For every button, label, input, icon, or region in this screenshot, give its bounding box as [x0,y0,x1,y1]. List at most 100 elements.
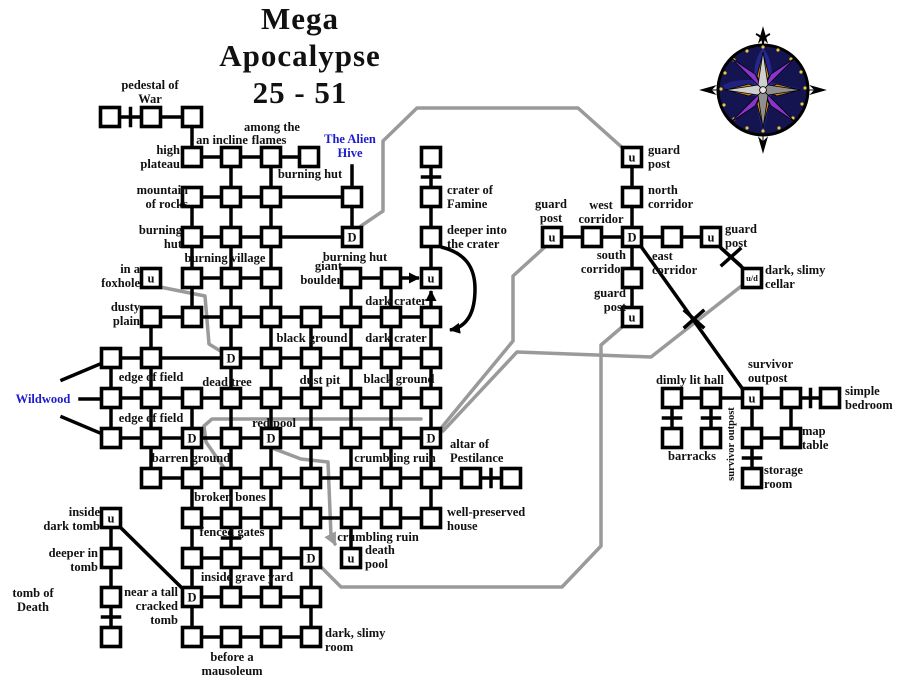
room [419,225,443,249]
room [259,506,283,530]
room-down-exit [340,225,364,249]
room-exit-letter: D [426,432,435,446]
room [219,225,243,249]
room-label: crumbling ruin [337,530,419,544]
map-title-line2: Apocalypse [219,38,381,73]
crater-loop-arrow [440,245,477,334]
room [219,145,243,169]
room-exit-letter: u [629,311,636,325]
room [339,305,363,329]
area-link-path [359,106,628,228]
room-exit-letter: D [226,352,235,366]
room-label: black ground [364,372,435,386]
room [379,346,403,370]
area-link-path [319,325,624,589]
room [740,466,764,490]
room-exit-letter: D [266,432,275,446]
room [419,506,443,530]
room [98,105,122,129]
area-link-path [202,417,423,470]
room-label: barracks [668,449,716,463]
room-label: dust pit [300,373,341,387]
room-down-exit [299,546,323,570]
room-up-exit [699,225,723,249]
room-exit-letter: D [187,432,196,446]
room [180,546,204,570]
room-up-exit [339,546,363,570]
room [660,225,684,249]
room [139,426,163,450]
room [620,266,644,290]
room [339,266,363,290]
room [139,346,163,370]
room [259,466,283,490]
area-link-path [441,282,746,433]
room [379,386,403,410]
room [219,185,243,209]
room [219,506,243,530]
room-label: fenced gates [200,525,265,539]
room [259,225,283,249]
room [180,625,204,649]
room-down-exit [180,426,204,450]
room-exit-letter: D [347,231,356,245]
room [180,185,204,209]
room [660,386,684,410]
room-exit-letter: u [629,151,636,165]
room [699,386,723,410]
room [299,386,323,410]
blocked-x-mark [719,246,743,268]
room [259,145,283,169]
room [299,346,323,370]
room [779,426,803,450]
room [419,305,443,329]
blocked-x-mark [682,308,706,330]
room-up-exit [620,305,644,329]
room [299,426,323,450]
room-exit-letter: u [749,392,756,406]
room-label: dark crater [365,294,427,308]
room-label: red pool [252,416,296,430]
room [99,585,123,609]
room-exit-letter: u [108,512,115,526]
room [180,266,204,290]
room [299,625,323,649]
room-down-exit [620,225,644,249]
room [299,585,323,609]
room [339,426,363,450]
room [180,386,204,410]
room [219,546,243,570]
room-label: dimly lit hall [656,373,725,387]
room [339,506,363,530]
room [699,426,723,450]
room-up-exit [740,386,764,410]
room-label: barren ground [152,451,230,465]
room [180,105,204,129]
room [259,346,283,370]
area-link-path [270,446,337,546]
room-up-exit [139,266,163,290]
room-exit-letter: u/d [746,273,758,283]
room [299,305,323,329]
room-label: edge of field [119,370,184,384]
room [139,305,163,329]
room [259,185,283,209]
room [340,185,364,209]
room [259,585,283,609]
area-link-path [440,244,548,429]
